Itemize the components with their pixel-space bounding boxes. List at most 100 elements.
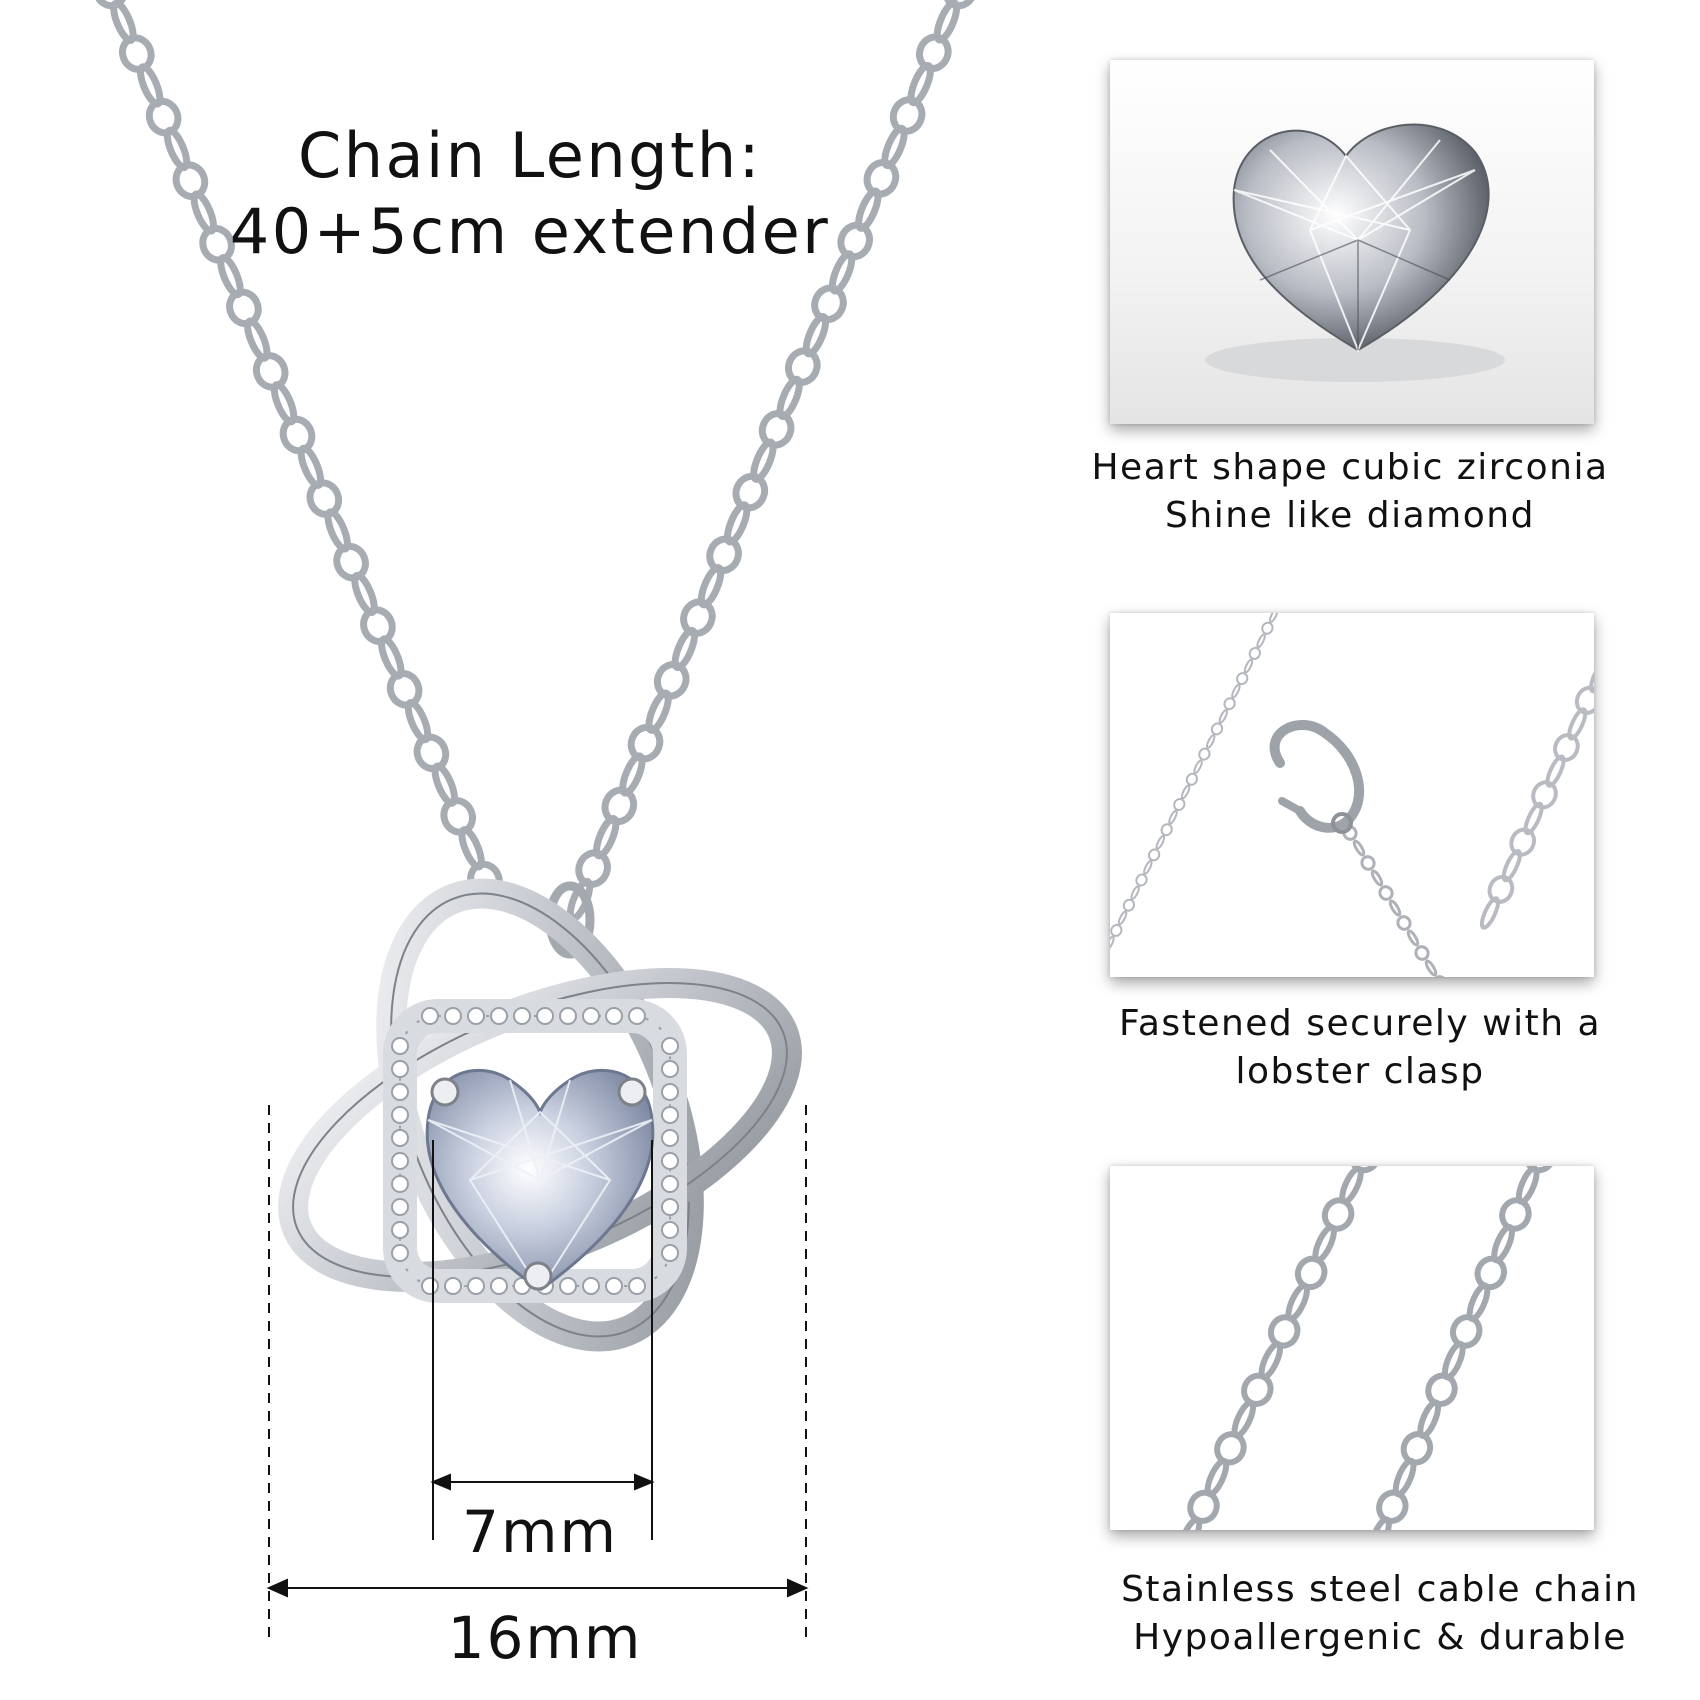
pave-stone xyxy=(391,1083,409,1101)
chain-length-line2: 40+5cm extender xyxy=(229,195,831,268)
pave-stone xyxy=(391,1175,409,1193)
chain-link xyxy=(1180,784,1191,800)
prong xyxy=(430,1077,460,1107)
pave-stone xyxy=(661,1175,679,1193)
chain-length-line1: Chain Length: xyxy=(297,119,763,192)
chain-link xyxy=(1406,929,1420,947)
chain-strand xyxy=(1479,659,1594,930)
pave-stone xyxy=(661,1198,679,1216)
measure-inner xyxy=(430,1140,655,1540)
chain-link xyxy=(1396,915,1412,931)
pave-stone xyxy=(661,1129,679,1147)
pave-stone xyxy=(391,1037,409,1055)
chain-link xyxy=(1268,613,1279,623)
chain-link xyxy=(1388,899,1402,917)
chain-link xyxy=(1545,754,1566,788)
chain-link xyxy=(1110,935,1115,951)
pave-stone xyxy=(391,1152,409,1170)
pave-stone xyxy=(661,1083,679,1101)
chain-link xyxy=(1553,732,1580,763)
chain-link xyxy=(1160,823,1173,837)
pave-stone xyxy=(391,1106,409,1124)
pave-stone xyxy=(490,1007,508,1025)
pave-stone xyxy=(661,1152,679,1170)
pave-stone xyxy=(605,1277,623,1295)
caption-heart-gem-line2: Shine like diamond xyxy=(1165,495,1535,536)
pave-stone xyxy=(628,1007,646,1025)
pave-stone xyxy=(628,1277,646,1295)
pave-stone xyxy=(661,1060,679,1078)
pave-stone xyxy=(559,1277,577,1295)
pendant xyxy=(278,878,802,1352)
lobster-clasp-photo xyxy=(1110,613,1594,977)
pave-stone xyxy=(661,1221,679,1239)
necklace-illustration xyxy=(92,0,978,1640)
chain-link xyxy=(1370,869,1384,887)
chain-link xyxy=(1487,874,1515,904)
caption-lobster-clasp-line2: lobster clasp xyxy=(1235,1051,1485,1092)
chain-link xyxy=(1261,621,1274,635)
chain-link xyxy=(1218,708,1229,724)
pave-stone xyxy=(391,1198,409,1216)
chain-link xyxy=(1236,672,1249,686)
chain-length-label: Chain Length: 40+5cm extender xyxy=(180,118,880,270)
chain-link xyxy=(1143,860,1153,875)
pave-stone xyxy=(391,1060,409,1078)
chain-strand xyxy=(1110,613,1279,951)
pave-stone xyxy=(605,1007,623,1025)
caption-cable-chain-line1: Stainless steel cable chain xyxy=(1121,1569,1639,1610)
pave-stone xyxy=(513,1007,531,1025)
chain-link xyxy=(1147,848,1161,862)
cable-chain-icon xyxy=(1368,1166,1557,1530)
chain-link xyxy=(1523,801,1544,836)
chain-link xyxy=(1173,798,1186,811)
pave-stone xyxy=(421,1277,439,1295)
pave-stone xyxy=(582,1007,600,1025)
chain-link xyxy=(1177,1516,1203,1530)
pave-stone xyxy=(391,1129,409,1147)
chain-link xyxy=(1256,633,1266,649)
chain-link xyxy=(1231,683,1241,699)
chain-link xyxy=(1210,722,1224,736)
lobster-clasp-icon xyxy=(1269,719,1364,834)
chain-link xyxy=(1589,659,1594,694)
pave-stone xyxy=(582,1277,600,1295)
pave-stone xyxy=(661,1244,679,1262)
chain-link xyxy=(1501,849,1522,883)
pave-stone xyxy=(559,1007,577,1025)
cable-chain-icon xyxy=(1177,1166,1382,1530)
chain-link xyxy=(1248,646,1261,660)
chain-link xyxy=(1122,898,1136,912)
pave-stone xyxy=(467,1277,485,1295)
chain-left xyxy=(92,0,503,900)
chain-link xyxy=(1110,923,1123,937)
pave-stone xyxy=(536,1007,554,1025)
pave-stone xyxy=(490,1277,508,1295)
cable-chain-photo xyxy=(1110,1166,1594,1530)
chain-link xyxy=(1193,759,1203,775)
caption-heart-gem: Heart shape cubic zirconia Shine like di… xyxy=(1070,444,1630,540)
pave-stone xyxy=(467,1007,485,1025)
pave-stone xyxy=(661,1037,679,1055)
caption-cable-chain-line2: Hypoallergenic & durable xyxy=(1133,1617,1627,1658)
chain-link xyxy=(1168,809,1178,825)
chain-link xyxy=(1414,945,1430,961)
caption-cable-chain: Stainless steel cable chain Hypoallergen… xyxy=(1100,1566,1660,1662)
pave-stone xyxy=(391,1244,409,1262)
chain-link xyxy=(1135,873,1148,887)
pave-stone xyxy=(391,1221,409,1239)
pave-stone xyxy=(444,1007,462,1025)
pave-stone xyxy=(421,1007,439,1025)
chain-link xyxy=(1185,772,1199,786)
chain-link xyxy=(1479,896,1501,930)
chain-link xyxy=(1117,910,1128,926)
dimension-7mm: 7mm xyxy=(462,1498,618,1566)
chain-link xyxy=(1424,959,1438,977)
chain-link xyxy=(1198,747,1211,761)
chain-link xyxy=(1155,834,1166,850)
chain-link xyxy=(1509,827,1537,857)
pave-stone xyxy=(661,1106,679,1124)
dimension-16mm: 16mm xyxy=(447,1604,643,1672)
chain-link xyxy=(1574,685,1594,715)
